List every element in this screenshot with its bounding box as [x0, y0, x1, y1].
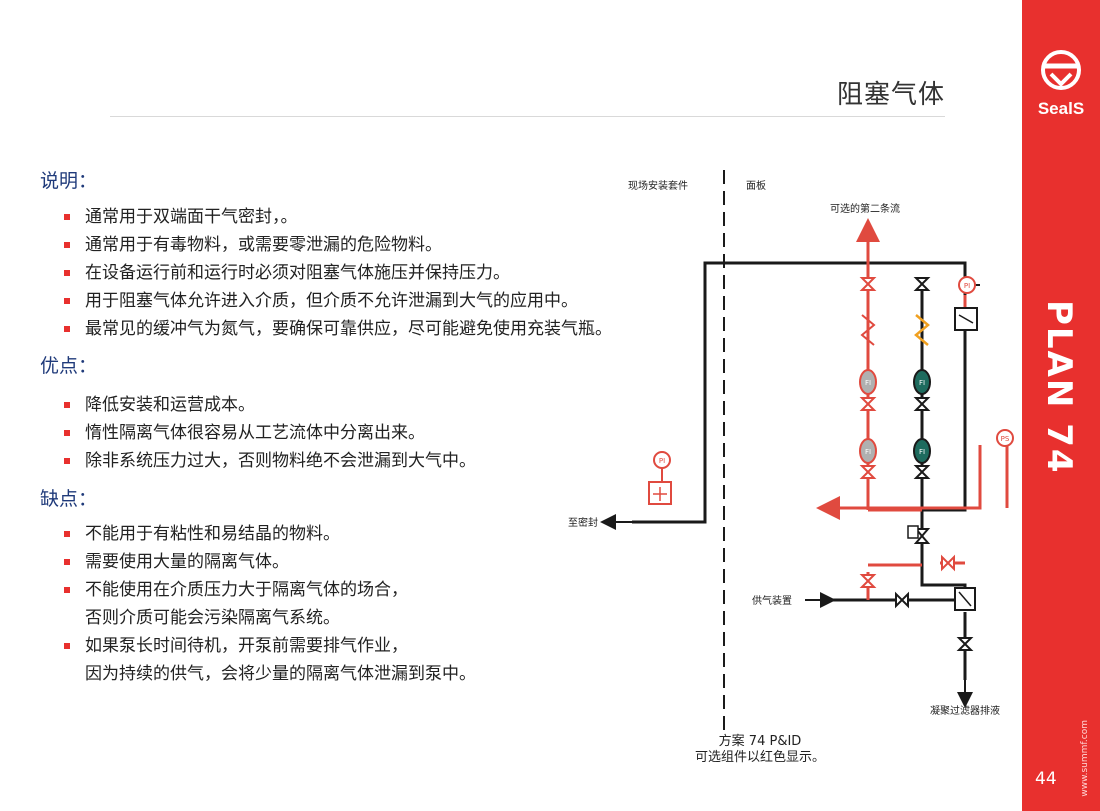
title-divider	[110, 116, 945, 117]
label-second-stream: 可选的第二条流	[830, 202, 900, 215]
diagram-caption-note: 可选组件以红色显示。	[694, 750, 825, 765]
list-item: 用于阻塞气体允许进入介质，但介质不允许泄漏到大气的应用中。	[64, 287, 612, 315]
list-item: 在设备运行前和运行时必须对阻塞气体施压并保持压力。	[64, 259, 612, 287]
svg-text:FI: FI	[865, 379, 871, 387]
list-item: 最常见的缓冲气为氮气，要确保可靠供应，尽可能避免使用充装气瓶。	[64, 315, 612, 343]
website-text: www.summf.com	[1080, 720, 1090, 797]
restrictor-red-icon	[860, 314, 876, 346]
page-number: 44	[1035, 769, 1057, 789]
label-field-kit: 现场安装套件	[628, 179, 688, 192]
list-item: 如果泵长时间待机，开泵前需要排气作业，因为持续的供气，会将少量的隔离气体泄漏到泵…	[64, 632, 476, 688]
list-item: 除非系统压力过大，否则物料绝不会泄漏到大气中。	[64, 447, 476, 475]
label-drain: 凝聚过滤器排液	[930, 704, 1000, 717]
section-heading-advantages: 优点：	[40, 355, 98, 377]
pressure-switch-icon: PS	[996, 429, 1014, 447]
svg-text:FI: FI	[865, 448, 871, 456]
pressure-indicator-left-icon: PI	[648, 451, 672, 505]
brand-sidebar	[1022, 0, 1100, 811]
seals-logo-icon: SealS	[1038, 50, 1084, 118]
advantages-list: 降低安装和运营成本。 惰性隔离气体很容易从工艺流体中分离出来。 除非系统压力过大…	[64, 391, 476, 475]
svg-text:PI: PI	[964, 282, 970, 290]
list-item: 不能用于有粘性和易结晶的物料。	[64, 520, 476, 548]
page-title: 阻塞气体	[836, 80, 945, 110]
list-item: 不能使用在介质压力大于隔离气体的场合，否则介质可能会污染隔离气系统。	[64, 576, 476, 632]
flow-indicator-red-upper-icon: FI	[859, 369, 877, 395]
list-item: 需要使用大量的隔离气体。	[64, 548, 476, 576]
list-item: 惰性隔离气体很容易从工艺流体中分离出来。	[64, 419, 476, 447]
plan-label: PLAN 74	[1039, 300, 1079, 475]
valve-icon	[895, 277, 974, 651]
flow-indicator-lower-icon: FI	[913, 438, 931, 464]
description-list: 通常用于双端面干气密封，。 通常用于有毒物料，或需要零泄漏的危险物料。 在设备运…	[64, 203, 612, 343]
pressure-regulator-icon	[907, 525, 919, 539]
flow-indicator-upper-icon: FI	[913, 369, 931, 395]
diagram-caption-title: 方案 74 P&ID	[718, 734, 802, 749]
restrictor-icon	[914, 314, 930, 346]
svg-text:FI: FI	[919, 448, 925, 456]
list-item: 通常用于双端面干气密封，。	[64, 203, 612, 231]
svg-text:PI: PI	[659, 457, 665, 465]
logo-text: SealS	[1038, 99, 1084, 118]
label-panel: 面板	[746, 179, 766, 192]
section-heading-disadvantages: 缺点：	[40, 488, 98, 510]
pid-diagram: 现场安装套件 面板 可选的第二条流 至密封 供气装置 凝聚过滤器排液 PI	[568, 170, 1014, 730]
list-item: 降低安装和运营成本。	[64, 391, 476, 419]
list-item: 通常用于有毒物料，或需要零泄漏的危险物料。	[64, 231, 612, 259]
label-to-seal: 至密封	[568, 516, 598, 529]
valve-icon	[859, 277, 955, 588]
label-gas-supply: 供气装置	[752, 594, 792, 607]
flow-indicator-red-lower-icon: FI	[859, 438, 877, 464]
disadvantages-list: 不能用于有粘性和易结晶的物料。 需要使用大量的隔离气体。 不能使用在介质压力大于…	[64, 520, 476, 688]
pressure-indicator-right-icon: PI	[954, 276, 978, 331]
svg-text:FI: FI	[919, 379, 925, 387]
svg-text:PS: PS	[1001, 435, 1010, 443]
section-heading-description: 说明：	[40, 170, 98, 192]
